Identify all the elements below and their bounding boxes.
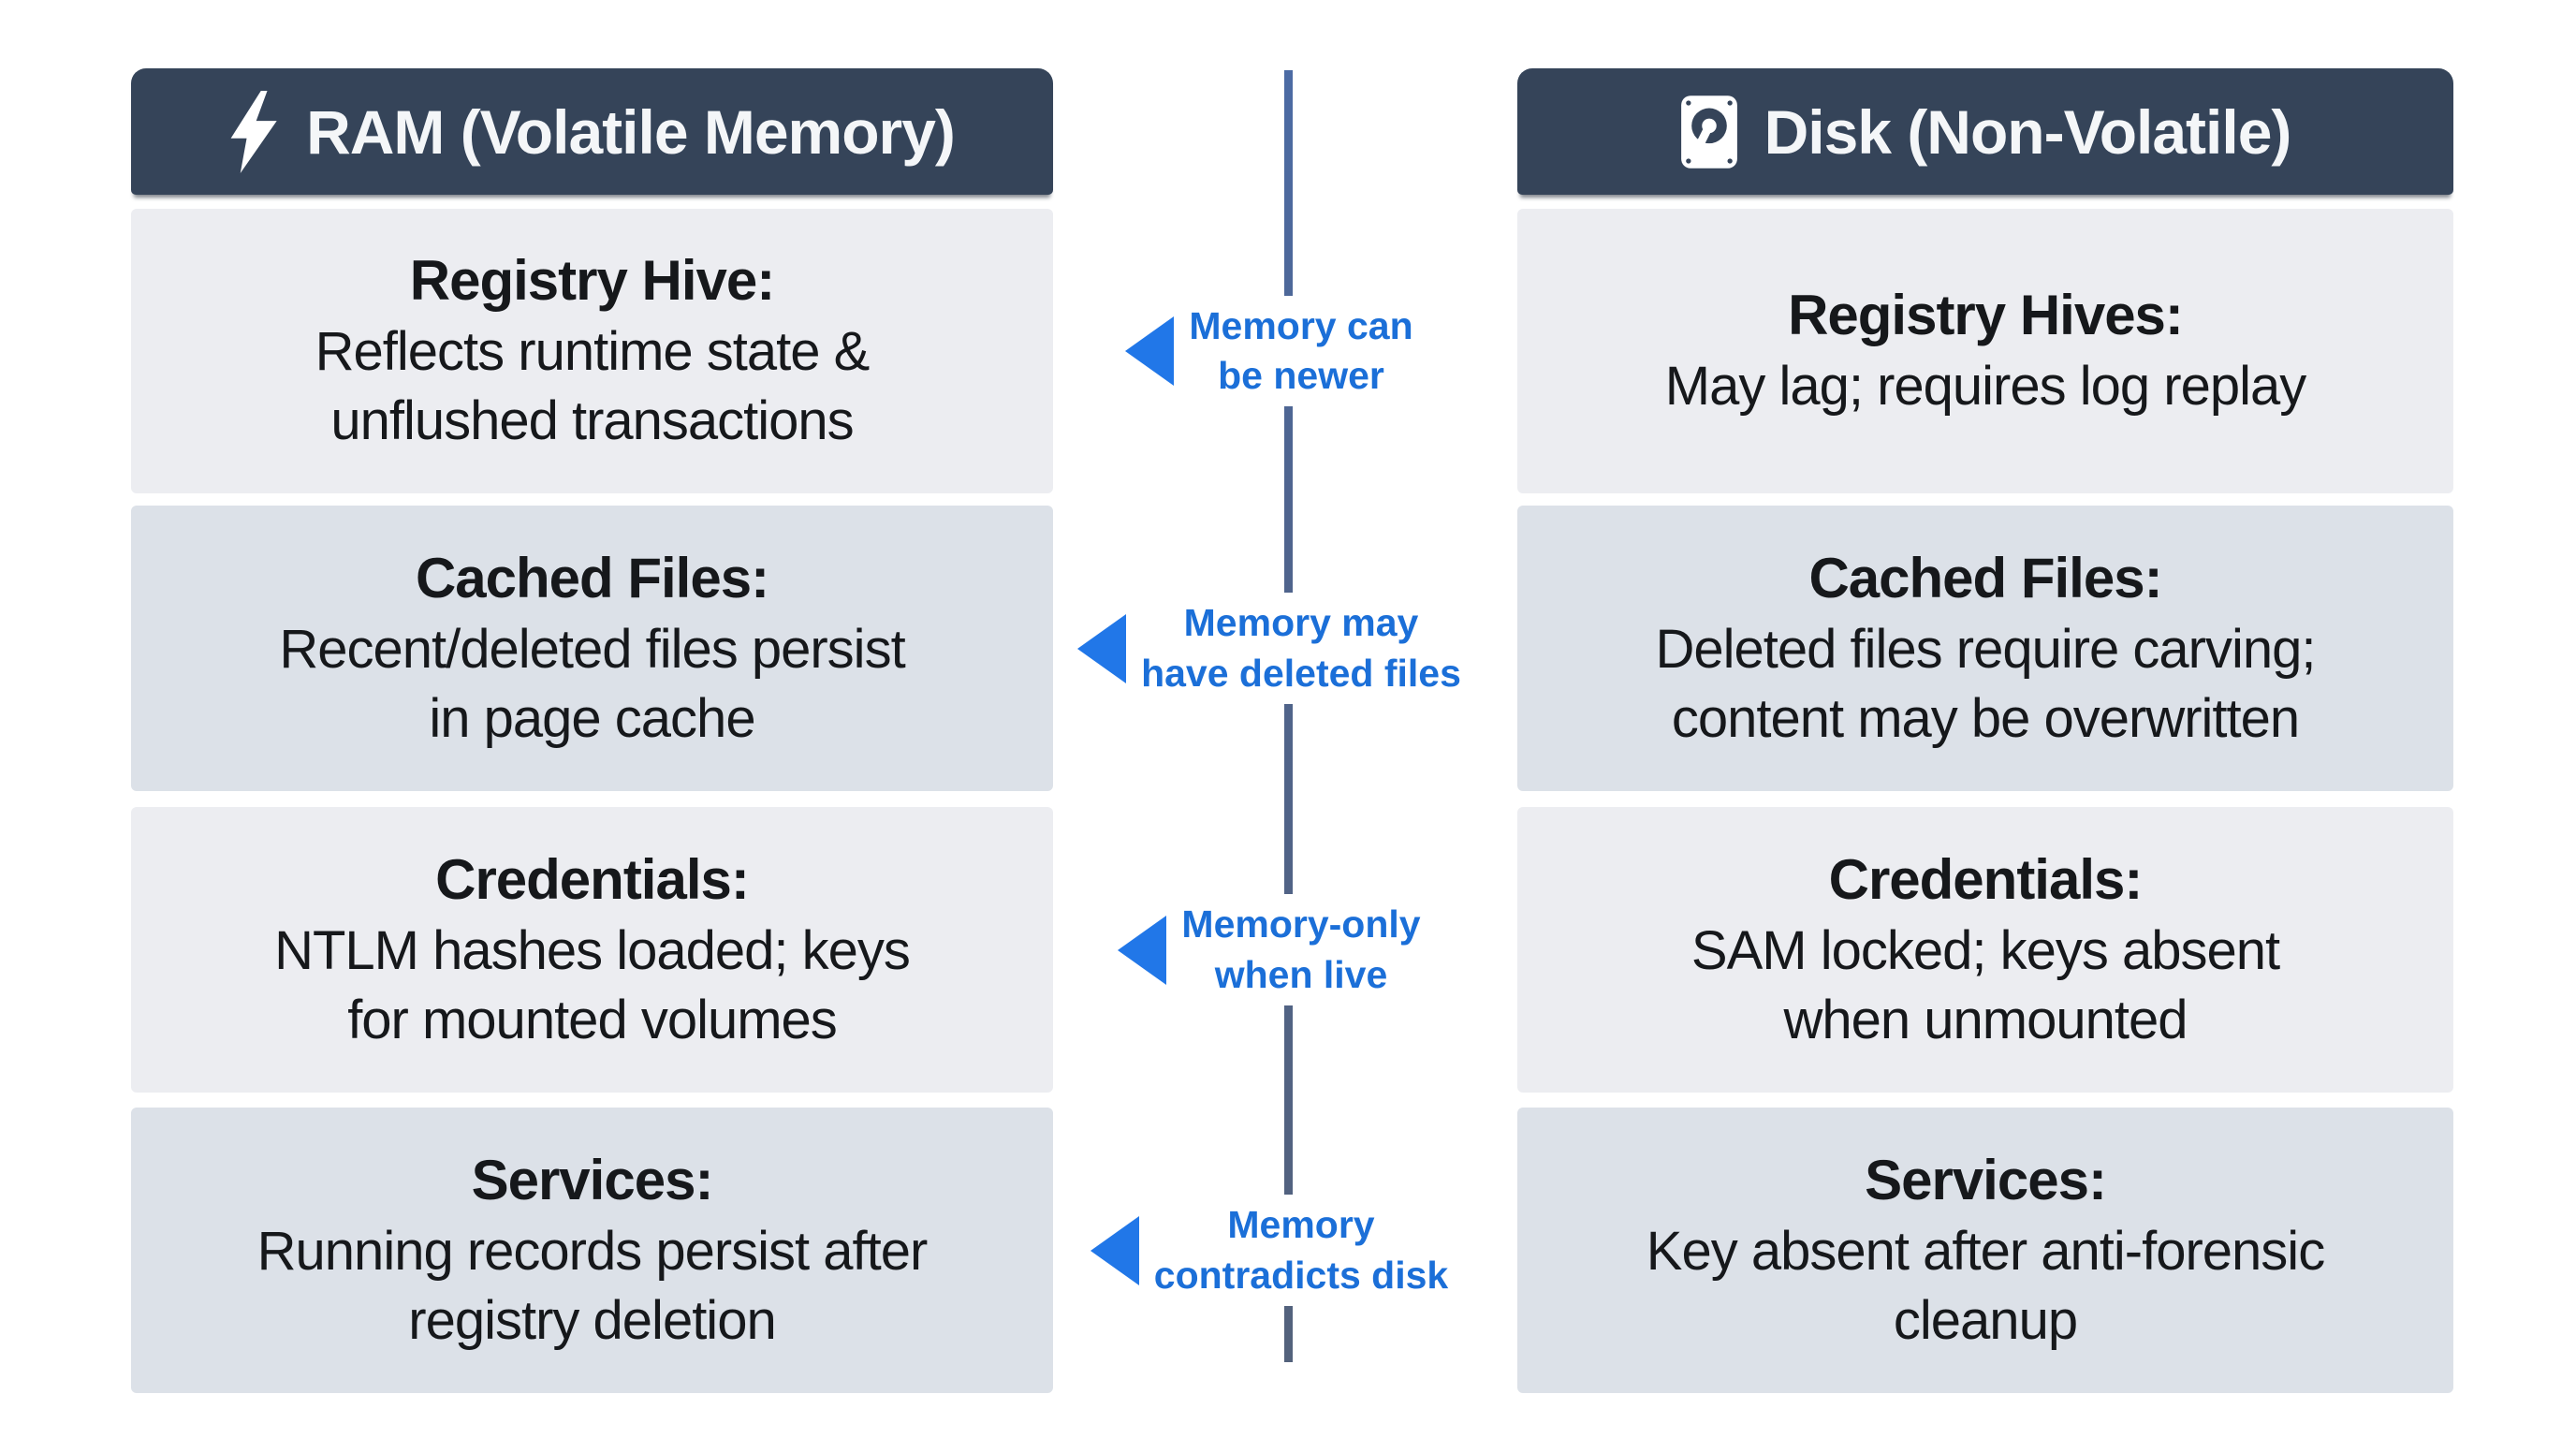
hard-disk-icon: [1680, 95, 1738, 169]
annotation-memory-can-be-newer: Memory can be newer: [1046, 209, 1500, 493]
row-text-line: Recent/deleted files persist: [279, 618, 905, 680]
ram-header-label: RAM (Volatile Memory): [306, 96, 956, 167]
disk-row-registry-hives: Registry Hives: May lag; requires log re…: [1517, 209, 2453, 493]
annotation-memory-may-have-deleted-files: Memory may have deleted files: [1046, 506, 1500, 791]
ram-row-services: Services: Running records persist after …: [131, 1108, 1053, 1393]
disk-header-label: Disk (Non-Volatile): [1764, 96, 2292, 167]
row-text-line: in page cache: [429, 687, 755, 749]
row-title: Credentials:: [435, 847, 750, 911]
row-title: Services:: [1865, 1148, 2107, 1211]
annotation-text: Memory can be newer: [1181, 295, 1421, 407]
row-text-line: NTLM hashes loaded; keys: [274, 919, 911, 981]
row-title: Cached Files:: [1808, 546, 2162, 609]
annotation-text: Memory-only when live: [1174, 894, 1428, 1005]
left-arrow-icon: [1090, 1215, 1139, 1285]
annotation-line: Memory: [1227, 1203, 1375, 1247]
disk-row-services: Services: Key absent after anti-forensic…: [1517, 1108, 2453, 1393]
row-text-line: Key absent after anti-forensic: [1646, 1220, 2325, 1282]
left-arrow-icon: [1125, 316, 1175, 386]
row-text-line: Running records persist after: [256, 1220, 929, 1282]
left-arrow-icon: [1118, 915, 1167, 985]
annotation-line: Memory can: [1189, 303, 1413, 347]
row-text-line: when unmounted: [1783, 989, 2188, 1050]
annotation-line: have deleted files: [1141, 651, 1461, 695]
annotation-memory-contradicts-disk: Memory contradicts disk: [1046, 1108, 1500, 1393]
row-text-line: SAM locked; keys absent: [1690, 919, 2280, 981]
annotation-line: Memory-only: [1181, 902, 1421, 946]
annotation-line: when live: [1214, 952, 1388, 996]
row-title: Credentials:: [1828, 847, 2144, 911]
left-arrow-icon: [1077, 613, 1127, 683]
row-text-line: unflushed transactions: [330, 390, 854, 452]
disk-column-header: Disk (Non-Volatile): [1517, 68, 2453, 195]
row-title: Services:: [471, 1148, 714, 1211]
annotation-line: contradicts disk: [1153, 1253, 1449, 1297]
row-text-line: Reflects runtime state &: [315, 321, 871, 383]
annotation-memory-only-when-live: Memory-only when live: [1046, 807, 1500, 1093]
ram-row-registry-hive: Registry Hive: Reflects runtime state & …: [131, 209, 1053, 493]
row-text-line: May lag; requires log replay: [1664, 356, 2306, 418]
row-text-line: cleanup: [1893, 1289, 2078, 1351]
annotation-line: be newer: [1218, 354, 1384, 397]
ram-column-header: RAM (Volatile Memory): [131, 68, 1053, 195]
row-text-line: for mounted volumes: [347, 989, 838, 1050]
annotation-text: Memory may have deleted files: [1134, 593, 1469, 704]
annotation-text: Memory contradicts disk: [1146, 1195, 1456, 1306]
disk-row-cached-files: Cached Files: Deleted files require carv…: [1517, 506, 2453, 791]
row-text-line: registry deletion: [408, 1289, 776, 1351]
center-divider-line: [1284, 70, 1293, 1362]
row-text-line: content may be overwritten: [1671, 687, 2300, 749]
row-text-line: Deleted files require carving;: [1655, 618, 2316, 680]
disk-row-credentials: Credentials: SAM locked; keys absent whe…: [1517, 807, 2453, 1093]
ram-row-cached-files: Cached Files: Recent/deleted files persi…: [131, 506, 1053, 791]
row-title: Registry Hives:: [1788, 284, 2184, 347]
lightning-icon: [229, 90, 280, 173]
row-title: Cached Files:: [415, 546, 769, 609]
row-title: Registry Hive:: [409, 249, 775, 313]
ram-row-credentials: Credentials: NTLM hashes loaded; keys fo…: [131, 807, 1053, 1093]
annotation-line: Memory may: [1183, 601, 1419, 645]
